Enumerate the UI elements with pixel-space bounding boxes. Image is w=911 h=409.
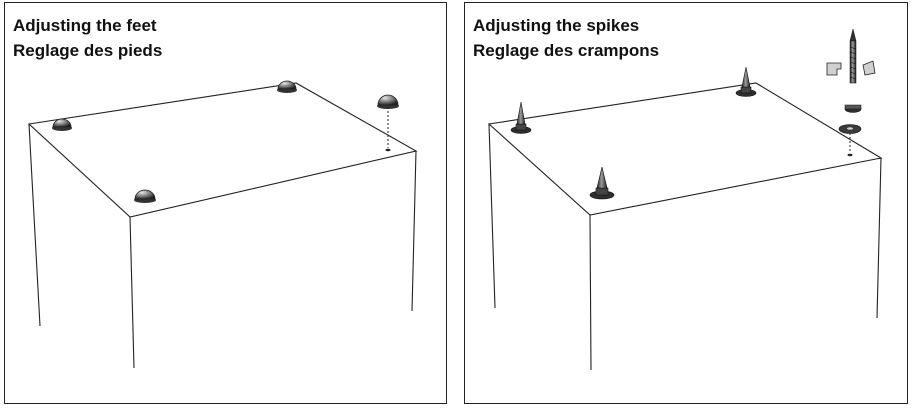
- cabinet-outline: [487, 82, 883, 371]
- title-english: Adjusting the spikes: [473, 16, 640, 35]
- dome-foot-icon: [52, 118, 72, 131]
- panel-adjusting-spikes: Adjusting the spikes Reglage des crampon…: [464, 2, 908, 404]
- cabinet-feet-diagram: [27, 80, 418, 369]
- spike-icon: [849, 28, 857, 84]
- dome-foot-icon: [134, 189, 156, 203]
- cabinet-outline: [27, 82, 418, 369]
- spike-icon: [510, 101, 532, 134]
- spike-icon: [589, 166, 615, 200]
- washer-icon: [838, 124, 862, 134]
- title-french: Reglage des crampons: [473, 41, 660, 60]
- mounting-hole: [847, 153, 853, 157]
- lock-nut-icon: [844, 104, 862, 113]
- dome-foot-icon: [277, 80, 297, 93]
- panel-title: Adjusting the feet Reglage des pieds: [13, 13, 162, 63]
- title-french: Reglage des pieds: [13, 41, 163, 60]
- title-english: Adjusting the feet: [13, 16, 157, 35]
- dome-foot-icon: [377, 94, 399, 109]
- panel-adjusting-feet: Adjusting the feet Reglage des pieds: [4, 2, 447, 404]
- panel-title: Adjusting the spikes Reglage des crampon…: [473, 13, 659, 63]
- mounting-hole: [385, 148, 391, 152]
- wrench-icon: [826, 60, 876, 76]
- cabinet-spikes-diagram: [487, 28, 883, 371]
- spike-icon: [735, 66, 757, 97]
